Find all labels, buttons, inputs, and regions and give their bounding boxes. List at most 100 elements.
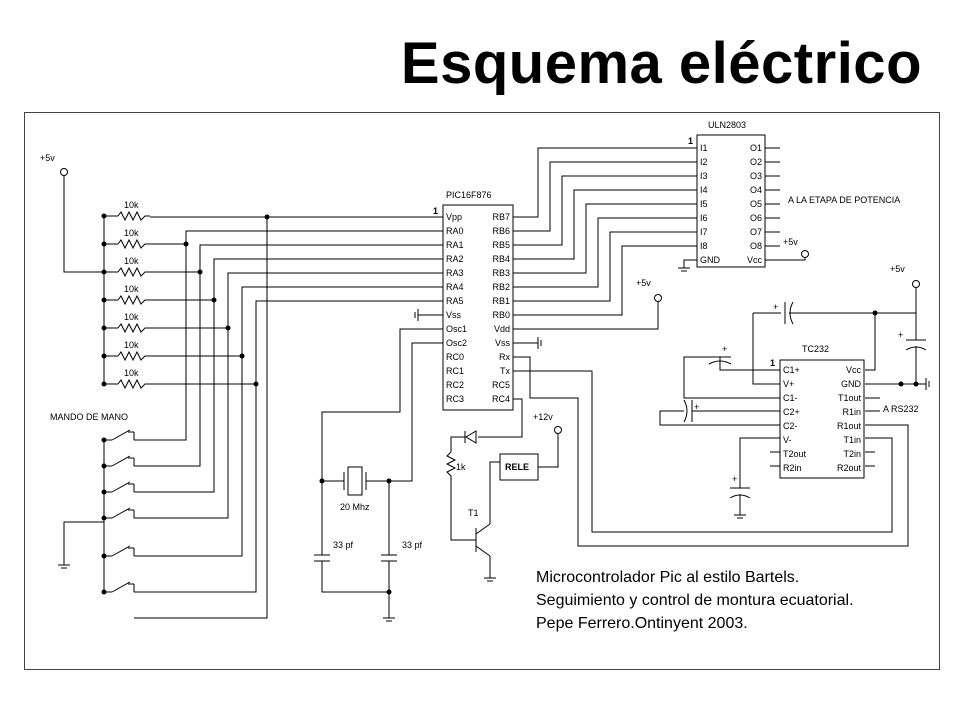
tc232-pin1: 1: [770, 358, 775, 368]
tc-right-pin-1: GND: [841, 379, 862, 389]
resistor-0: 10k: [101, 200, 150, 222]
pic-right-pin-7: RB0: [492, 310, 510, 320]
uln-left-pin-8: GND: [700, 255, 721, 265]
pic-right-pin-5: RB2: [492, 282, 510, 292]
pic-left-pin-7: Vss: [446, 310, 462, 320]
resistor-to-pic-wires: [150, 216, 443, 385]
svg-text:+: +: [898, 330, 903, 340]
switch-1: [101, 455, 135, 469]
tc-right-pin-3: R1in: [842, 407, 861, 417]
page-title: Esquema eléctrico: [400, 31, 922, 96]
pic-name: PIC16F876: [446, 190, 492, 200]
relay-label: RELE: [505, 462, 529, 472]
uln-vcc-label: +5v: [783, 237, 798, 247]
uln-left-pin-0: I1: [700, 143, 708, 153]
tc-right-pin-6: T2in: [843, 449, 861, 459]
tc-vcc-label: +5v: [890, 264, 905, 274]
pic-right-pin-6: RB1: [492, 296, 510, 306]
uln-right-pin-2: O3: [750, 171, 762, 181]
pic-pin1: 1: [433, 206, 438, 216]
resistor-label-2: 10k: [124, 256, 139, 266]
pic-left-pin-10: RC0: [446, 352, 464, 362]
caption: Microcontrolador Pic al estilo Bartels. …: [536, 569, 854, 632]
resistor-2: 10k: [101, 256, 150, 278]
pic-left-pin-6: RA5: [446, 296, 464, 306]
svg-text:+: +: [722, 344, 727, 354]
pic-left-pin-3: RA2: [446, 254, 464, 264]
pic-left-pin-11: RC1: [446, 366, 464, 376]
uln-right-pin-7: O8: [750, 241, 762, 251]
resistor-label-4: 10k: [124, 312, 139, 322]
uln-left-pin-1: I2: [700, 157, 708, 167]
resistor-1: 10k: [101, 228, 150, 250]
tc-right-pin-0: Vcc: [846, 365, 862, 375]
pic-left-pin-5: RA4: [446, 282, 464, 292]
uln-left-pin-3: I4: [700, 185, 708, 195]
resistor-label-6: 10k: [124, 368, 139, 378]
tc232-name: TC232: [802, 344, 829, 354]
pic16f876-chip: PIC16F876 1 VppRA0RA1RA2RA3RA4RA5VssOsc1…: [433, 190, 514, 411]
crystal-label: 20 Mhz: [340, 502, 370, 512]
pic-left-pin-4: RA3: [446, 268, 464, 278]
switch-3: [101, 507, 135, 521]
pic-right-pin-8: Vdd: [494, 324, 510, 334]
tc-left-pin-1: V+: [783, 379, 794, 389]
tc-right-pin-4: R1out: [837, 421, 862, 431]
resistor-3: 10k: [101, 284, 150, 306]
uln-output-stubs: [765, 147, 780, 247]
resistor-label-0: 10k: [124, 200, 139, 210]
tc-left-pin-0: C1+: [783, 365, 800, 375]
pic-left-pin-13: RC3: [446, 394, 464, 404]
pic-right-pin-10: Rx: [499, 352, 510, 362]
transistor-label: T1: [468, 508, 479, 518]
tc-left-pin-5: V-: [783, 435, 792, 445]
svg-text:+: +: [694, 402, 699, 412]
v12-label: +12v: [533, 412, 553, 422]
uln-right-pin-3: O4: [750, 185, 762, 195]
pic-left-pin-8: Osc1: [446, 324, 467, 334]
uln2803-name: ULN2803: [708, 120, 746, 130]
resistor-label-5: 10k: [124, 340, 139, 350]
resistor-6: 10k: [101, 368, 150, 390]
uln-right-pin-8: Vcc: [747, 255, 763, 265]
svg-text:+: +: [732, 474, 737, 484]
tc-right-pin-5: T1in: [843, 435, 861, 445]
pic-left-pin-2: RA1: [446, 240, 464, 250]
pic-right-pin-3: RB4: [492, 254, 510, 264]
tc-left-pin-3: C2+: [783, 407, 800, 417]
tc-left-pin-7: R2in: [783, 463, 802, 473]
schematic-frame: [24, 112, 940, 670]
pic-right-pin-4: RB3: [492, 268, 510, 278]
pic-right-pin-9: Vss: [495, 338, 511, 348]
svg-text:+: +: [773, 302, 778, 312]
rb-to-uln-wires: [513, 147, 697, 316]
uln2803-pin1: 1: [688, 136, 693, 146]
uln-left-pin-5: I6: [700, 213, 708, 223]
pic-left-pin-12: RC2: [446, 380, 464, 390]
resistor-label-1: 10k: [124, 228, 139, 238]
resistor-4: 10k: [101, 312, 150, 334]
switch-0: [101, 429, 135, 443]
uln-right-pin-5: O6: [750, 213, 762, 223]
pic-left-pin-0: Vpp: [446, 212, 462, 222]
switch-to-pin-wires: [134, 244, 257, 593]
tc-left-pin-4: C2-: [783, 421, 798, 431]
left-vcc-label: +5v: [40, 153, 55, 163]
tc-right-pin-2: T1out: [838, 393, 862, 403]
caption-line-2: Seguimiento y control de montura ecuator…: [536, 592, 854, 609]
pullup-resistors: 10k 10k 10k 10k 10k 10k 10k: [101, 200, 150, 390]
caption-line-3: Pepe Ferrero.Ontinyent 2003.: [536, 615, 748, 632]
tc-left-pin-6: T2out: [783, 449, 807, 459]
pic-right-pin-0: RB7: [492, 212, 510, 222]
uln-left-pin-6: I7: [700, 227, 708, 237]
uln-right-pin-4: O5: [750, 199, 762, 209]
pic-left-pins: VppRA0RA1RA2RA3RA4RA5VssOsc1Osc2RC0RC1RC…: [446, 212, 467, 404]
tc-right-pin-7: R2out: [837, 463, 862, 473]
pic-left-pin-1: RA0: [446, 226, 464, 236]
